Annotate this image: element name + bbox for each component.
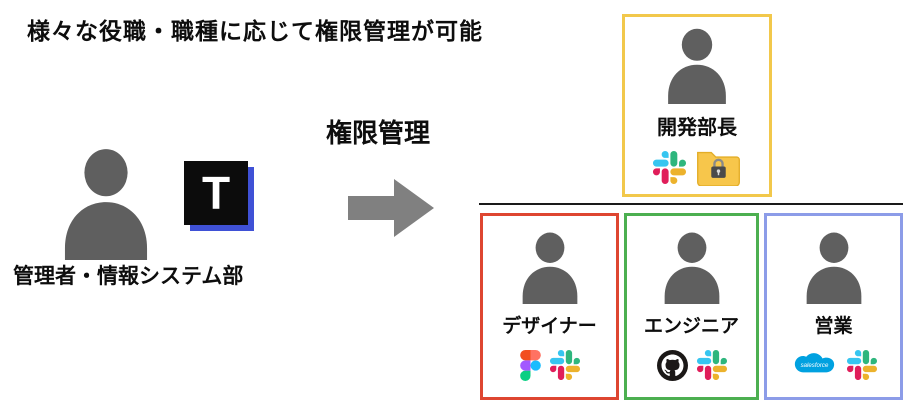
- manager-label: 開発部長: [657, 117, 737, 139]
- salesforce-wordmark: salesforce: [800, 362, 828, 369]
- person-icon: [798, 228, 870, 304]
- role-label-sales: 営業: [814, 316, 853, 337]
- locked-folder-icon: [696, 151, 740, 186]
- arrow-label: 権限管理: [326, 118, 431, 148]
- manager-card: 開発部長: [622, 14, 772, 197]
- person-icon: [514, 228, 586, 304]
- person-icon: [659, 24, 735, 104]
- slack-icon: [550, 350, 580, 380]
- designer-tools-row: [519, 345, 580, 385]
- role-card-engineer: エンジニア: [624, 213, 759, 400]
- engineer-tools-row: [656, 345, 727, 385]
- right-arrow-icon: [348, 179, 434, 237]
- slack-icon: [697, 350, 727, 380]
- t-app-logo: T: [184, 161, 248, 225]
- admin-person-icon: [52, 142, 160, 260]
- role-card-designer: デザイナー: [480, 213, 619, 400]
- person-icon: [656, 228, 728, 304]
- salesforce-icon: salesforce: [794, 353, 834, 373]
- role-label-designer: デザイナー: [502, 316, 597, 337]
- github-icon: [656, 349, 688, 381]
- slack-icon: [847, 350, 877, 380]
- sales-tools-row: salesforce: [791, 345, 877, 385]
- role-card-sales: 営業 salesforce: [764, 213, 903, 400]
- hierarchy-line: [479, 203, 903, 205]
- role-label-engineer: エンジニア: [643, 316, 739, 337]
- figma-icon: [519, 349, 541, 381]
- slack-icon: [653, 151, 686, 184]
- t-logo-letter: T: [201, 167, 231, 219]
- diagram-title: 様々な役職・職種に応じて権限管理が可能: [27, 18, 483, 44]
- manager-tools-row: [653, 147, 742, 187]
- admin-label: 管理者・情報システム部: [13, 265, 244, 288]
